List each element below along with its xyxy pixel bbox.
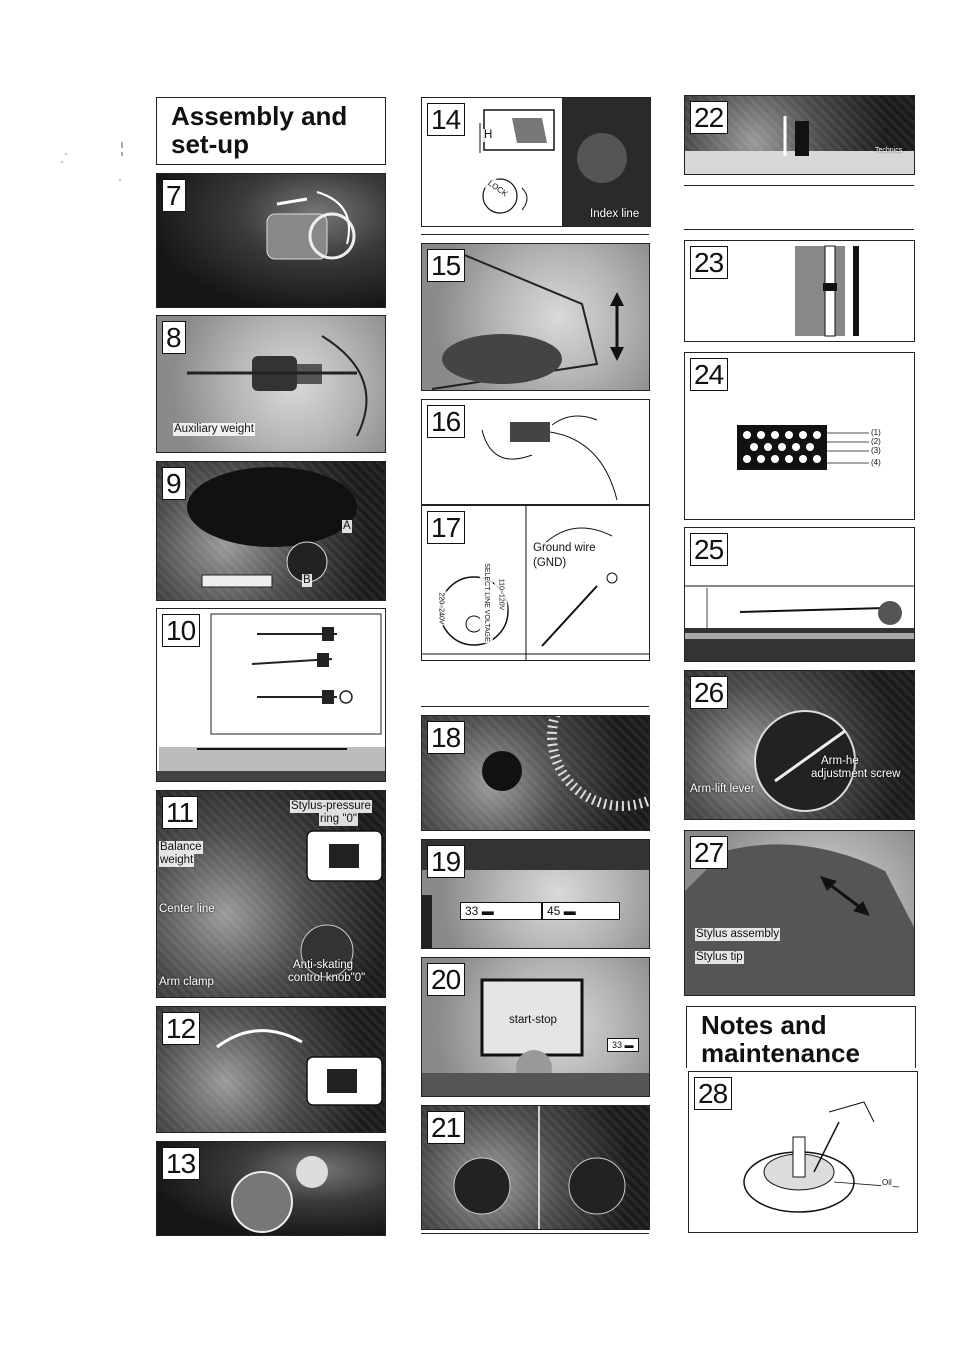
figure-number: 13 — [162, 1147, 200, 1180]
figure-20: 20 start-stop 33 ▬ — [421, 957, 650, 1097]
label-voltage-220: 220~240V — [435, 591, 448, 625]
label-stylus-pressure-2: ring "0" — [319, 813, 358, 826]
label-start-stop: start-stop — [508, 1014, 558, 1027]
figure-19: 19 33 ▬ 45 ▬ — [421, 839, 650, 949]
label-fig24-1: (1) — [870, 428, 882, 437]
figure-25: 25 — [684, 527, 915, 662]
label-voltage-select: SELECT LINE VOLTAGE — [480, 562, 493, 643]
label-arm-clamp: Arm clamp — [159, 976, 214, 989]
figure-number: 26 — [690, 676, 728, 709]
figure-number: 16 — [427, 405, 465, 438]
speed-33-label: 33 — [465, 904, 478, 918]
speed-33-small-label: 33 — [612, 1040, 622, 1050]
label-balance-weight-2: weight — [159, 854, 194, 867]
figure-9: 9 A B — [156, 461, 386, 601]
figure-17: 17 Ground wire (GND) SELECT LINE VOLTAGE… — [421, 505, 650, 661]
margin-marks — [60, 138, 130, 188]
speed-33-small: 33 ▬ — [607, 1038, 639, 1052]
label-anti-skating-2: control knob"0" — [288, 972, 365, 985]
figure-14: 14 H LOCK Index line — [421, 97, 651, 227]
section-title-notes: Notes and maintenance — [686, 1006, 916, 1068]
label-fig24-4: (4) — [870, 458, 882, 467]
label-voltage-110: 110~120V — [494, 578, 507, 612]
label-arm-lift-lever: Arm-lift lever — [690, 783, 755, 796]
figure-number: 22 — [690, 101, 728, 134]
divider — [684, 185, 914, 186]
label-stylus-pressure-1: Stylus-pressure — [290, 800, 372, 813]
figure-number: 8 — [162, 321, 186, 354]
speed-45-label: 45 — [547, 904, 560, 918]
label-fig14-h: H — [483, 129, 493, 142]
figure-28: 28 Oil — [688, 1071, 918, 1233]
label-center-line: Center line — [159, 903, 215, 916]
figure-number: 18 — [427, 721, 465, 754]
figure-number: 7 — [162, 179, 186, 212]
figure-13: 13 — [156, 1141, 386, 1236]
label-technics: Technics — [875, 144, 902, 157]
label-oil: Oil — [881, 1176, 893, 1189]
figure-26: 26 Arm-he adjustment screw Arm-lift leve… — [684, 670, 915, 820]
figure-7: 7 — [156, 173, 386, 308]
label-anti-skating-1: Anti-skating — [293, 959, 353, 972]
figure-number: 20 — [427, 963, 465, 996]
figure-number: 14 — [427, 103, 465, 136]
label-fig9-b: B — [302, 574, 312, 587]
section-title-notes-line1: Notes and — [701, 1011, 915, 1039]
label-fig24-3: (3) — [870, 446, 882, 455]
figure-number: 12 — [162, 1012, 200, 1045]
label-ground-wire-1: Ground wire — [532, 542, 597, 555]
figure-number: 28 — [694, 1077, 732, 1110]
label-auxiliary-weight: Auxiliary weight — [173, 423, 255, 436]
section-title-assembly-line1: Assembly and — [171, 102, 385, 130]
figure-number: 24 — [690, 358, 728, 391]
section-title-assembly-line2: set-up — [171, 130, 385, 158]
label-fig9-a: A — [342, 520, 352, 533]
figure-10: 10 — [156, 608, 386, 782]
figure-16: 16 — [421, 399, 650, 505]
figure-23: 23 — [684, 240, 915, 342]
figure-number: 17 — [427, 511, 465, 544]
speed-45-button: 45 ▬ — [542, 902, 620, 920]
figure-12: 12 — [156, 1006, 386, 1133]
figure-number: 23 — [690, 246, 728, 279]
label-stylus-tip: Stylus tip — [695, 951, 744, 964]
figure-number: 11 — [162, 796, 198, 829]
label-arm-height-1: Arm-he — [821, 755, 859, 768]
figure-number: 9 — [162, 467, 186, 500]
figure-22: 22 Technics — [684, 95, 915, 175]
label-balance-weight-1: Balance — [159, 841, 203, 854]
figure-8: 8 Auxiliary weight — [156, 315, 386, 453]
figure-7-illustration — [157, 174, 386, 308]
divider — [421, 706, 649, 707]
margin-marks-drawing — [60, 138, 130, 188]
divider — [421, 234, 649, 235]
divider — [684, 229, 914, 230]
label-fig24-2: (2) — [870, 437, 882, 446]
figure-15: 15 — [421, 243, 650, 391]
figure-18: 18 — [421, 715, 650, 831]
divider — [421, 1233, 649, 1234]
figure-number: 10 — [162, 614, 200, 647]
figure-number: 25 — [690, 533, 728, 566]
figure-27: 27 Stylus assembly Stylus tip — [684, 830, 915, 996]
figure-number: 15 — [427, 249, 465, 282]
figure-21: 21 — [421, 1105, 650, 1230]
figure-24: 24 (1) (2) (3) (4) — [684, 352, 915, 520]
figure-number: 19 — [427, 845, 465, 878]
label-index-line: Index line — [590, 208, 639, 221]
section-title-assembly: Assembly and set-up — [156, 97, 386, 165]
figure-number: 27 — [690, 836, 728, 869]
figure-number: 21 — [427, 1111, 465, 1144]
label-stylus-assembly: Stylus assembly — [695, 928, 780, 941]
label-arm-height-2: adjustment screw — [811, 768, 900, 781]
section-title-notes-line2: maintenance — [701, 1039, 915, 1067]
figure-11: 11 Stylus-pressure ring "0" Balance weig… — [156, 790, 386, 998]
label-ground-wire-2: (GND) — [532, 557, 567, 570]
speed-33-button: 33 ▬ — [460, 902, 542, 920]
